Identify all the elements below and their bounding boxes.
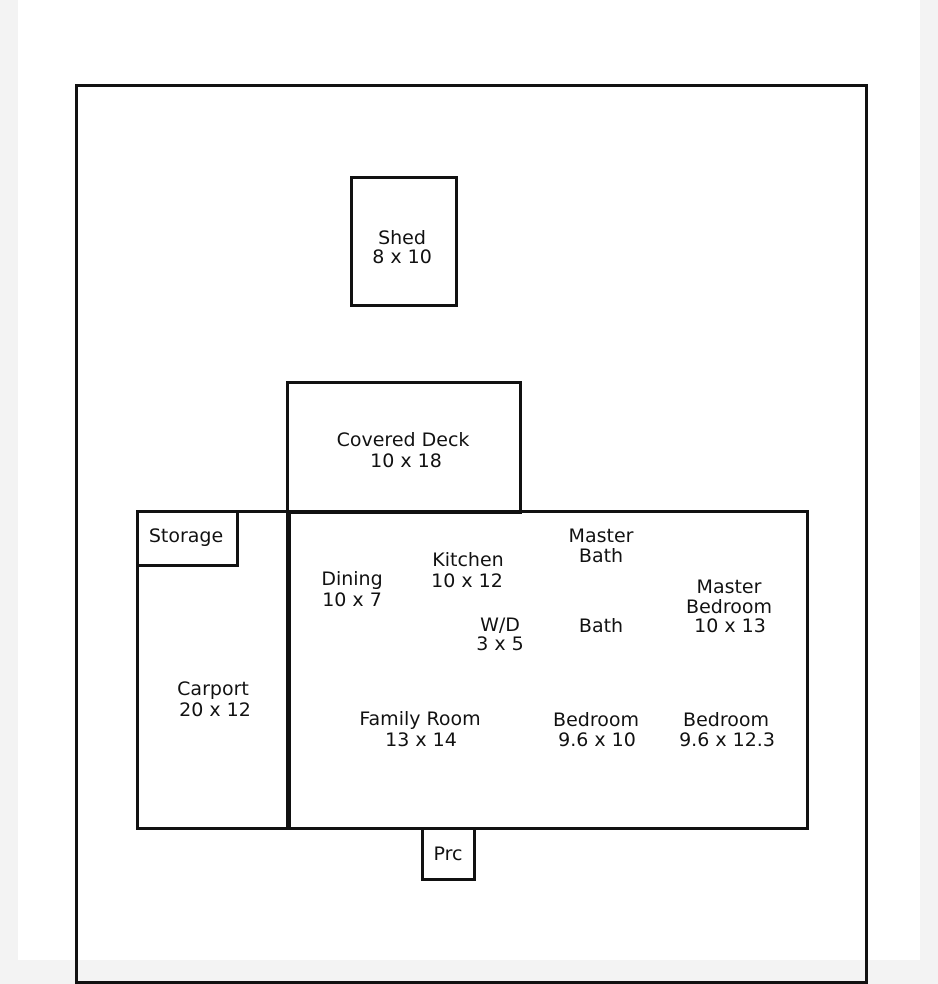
- shed-size: 8 x 10: [372, 246, 432, 268]
- bedroom-1-size: 9.6 x 10: [558, 729, 636, 751]
- bedroom-2-name: Bedroom: [683, 709, 769, 731]
- family-room-name: Family Room: [359, 708, 481, 730]
- master-bath-name: Master Bath: [568, 525, 634, 567]
- dining-name: Dining: [321, 568, 383, 590]
- carport-size: 20 x 12: [179, 699, 251, 721]
- storage-name: Storage: [148, 525, 224, 547]
- bath-name: Bath: [578, 615, 624, 637]
- wd-size: 3 x 5: [476, 633, 524, 655]
- master-bedroom-size: 10 x 13: [694, 615, 766, 637]
- master-bedroom-name: Master Bedroom: [686, 576, 772, 618]
- covered-deck-size: 10 x 18: [370, 450, 442, 472]
- porch-name: Prc: [433, 843, 463, 865]
- bedroom-2-size: 9.6 x 12.3: [679, 729, 775, 751]
- kitchen-name: Kitchen: [432, 549, 504, 571]
- carport-name: Carport: [177, 678, 249, 700]
- house-outline: [286, 510, 809, 830]
- floor-plan-page: [18, 0, 920, 960]
- family-room-size: 13 x 14: [385, 729, 457, 751]
- shed-name: Shed: [378, 227, 426, 249]
- storage-outline: [136, 510, 239, 567]
- wd-name: W/D: [480, 614, 520, 636]
- kitchen-size: 10 x 12: [431, 570, 503, 592]
- bedroom-1-name: Bedroom: [553, 709, 639, 731]
- dining-size: 10 x 7: [322, 589, 382, 611]
- porch-outline: [421, 827, 476, 881]
- covered-deck-name: Covered Deck: [336, 429, 470, 451]
- shed-outline: [350, 176, 458, 307]
